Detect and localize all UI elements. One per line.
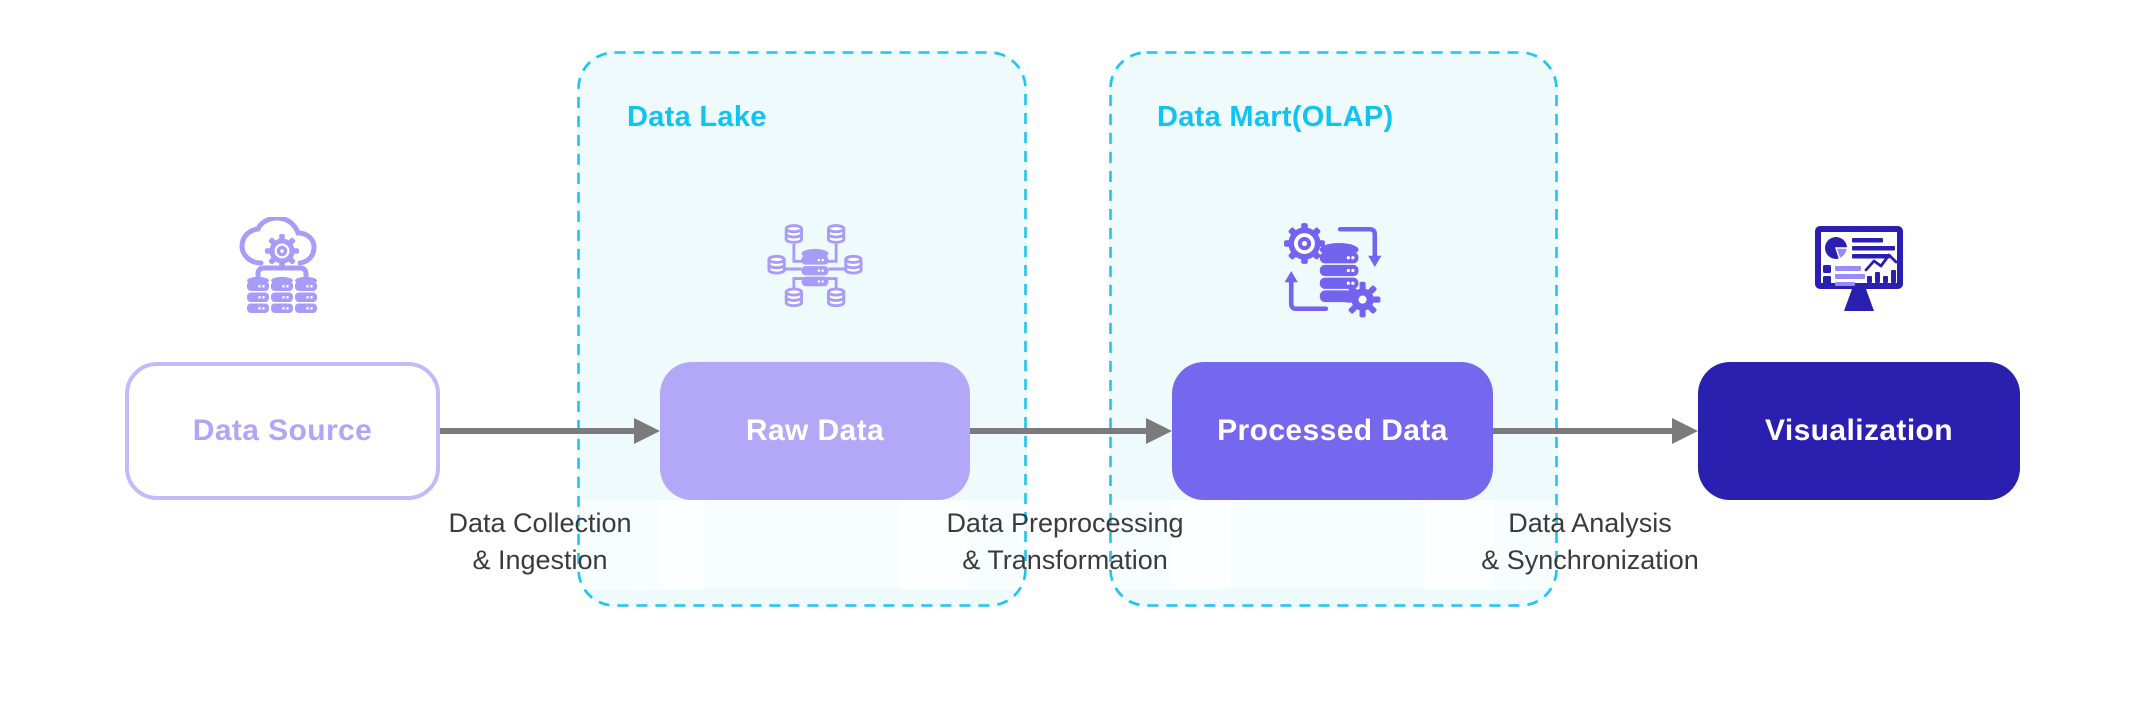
data-source-node: Data Source <box>125 362 440 500</box>
arrowhead-icon <box>1146 418 1172 444</box>
arrowhead-icon <box>634 418 660 444</box>
edge-label-line2: & Transformation <box>962 545 1168 575</box>
processed-data-label: Processed Data <box>1217 414 1448 447</box>
edge-label-line2: & Ingestion <box>472 545 608 575</box>
processed-data-node: Processed Data <box>1172 362 1493 500</box>
edge-label-line1: Data Preprocessing <box>946 508 1184 538</box>
edge-label-line2: & Synchronization <box>1481 545 1699 575</box>
arrow-source-to-raw <box>440 428 636 434</box>
dashboard-monitor-icon <box>1804 213 1914 325</box>
raw-data-node: Raw Data <box>660 362 970 500</box>
visualization-node: Visualization <box>1698 362 2020 500</box>
edge-label-line1: Data Analysis <box>1508 508 1672 538</box>
database-gears-sync-icon <box>1277 213 1387 325</box>
raw-data-label: Raw Data <box>745 414 885 447</box>
data-mart-label: Data Mart(OLAP) <box>1157 101 1394 133</box>
arrow-processed-to-viz <box>1493 428 1674 434</box>
visualization-label: Visualization <box>1764 414 1954 447</box>
data-lake-label: Data Lake <box>627 101 767 133</box>
cloud-gear-databases-icon <box>227 213 337 325</box>
data-source-label: Data Source <box>192 414 373 447</box>
edge-label-line1: Data Collection <box>448 508 632 538</box>
edge-label-analysis-synchronization: Data Analysis & Synchronization <box>1425 505 1755 579</box>
arrowhead-icon <box>1672 418 1698 444</box>
arrow-raw-to-processed <box>970 428 1148 434</box>
edge-label-collection-ingestion: Data Collection & Ingestion <box>375 505 705 579</box>
distributed-database-icon <box>760 213 870 325</box>
edge-label-preprocessing-transformation: Data Preprocessing & Transformation <box>900 505 1230 579</box>
